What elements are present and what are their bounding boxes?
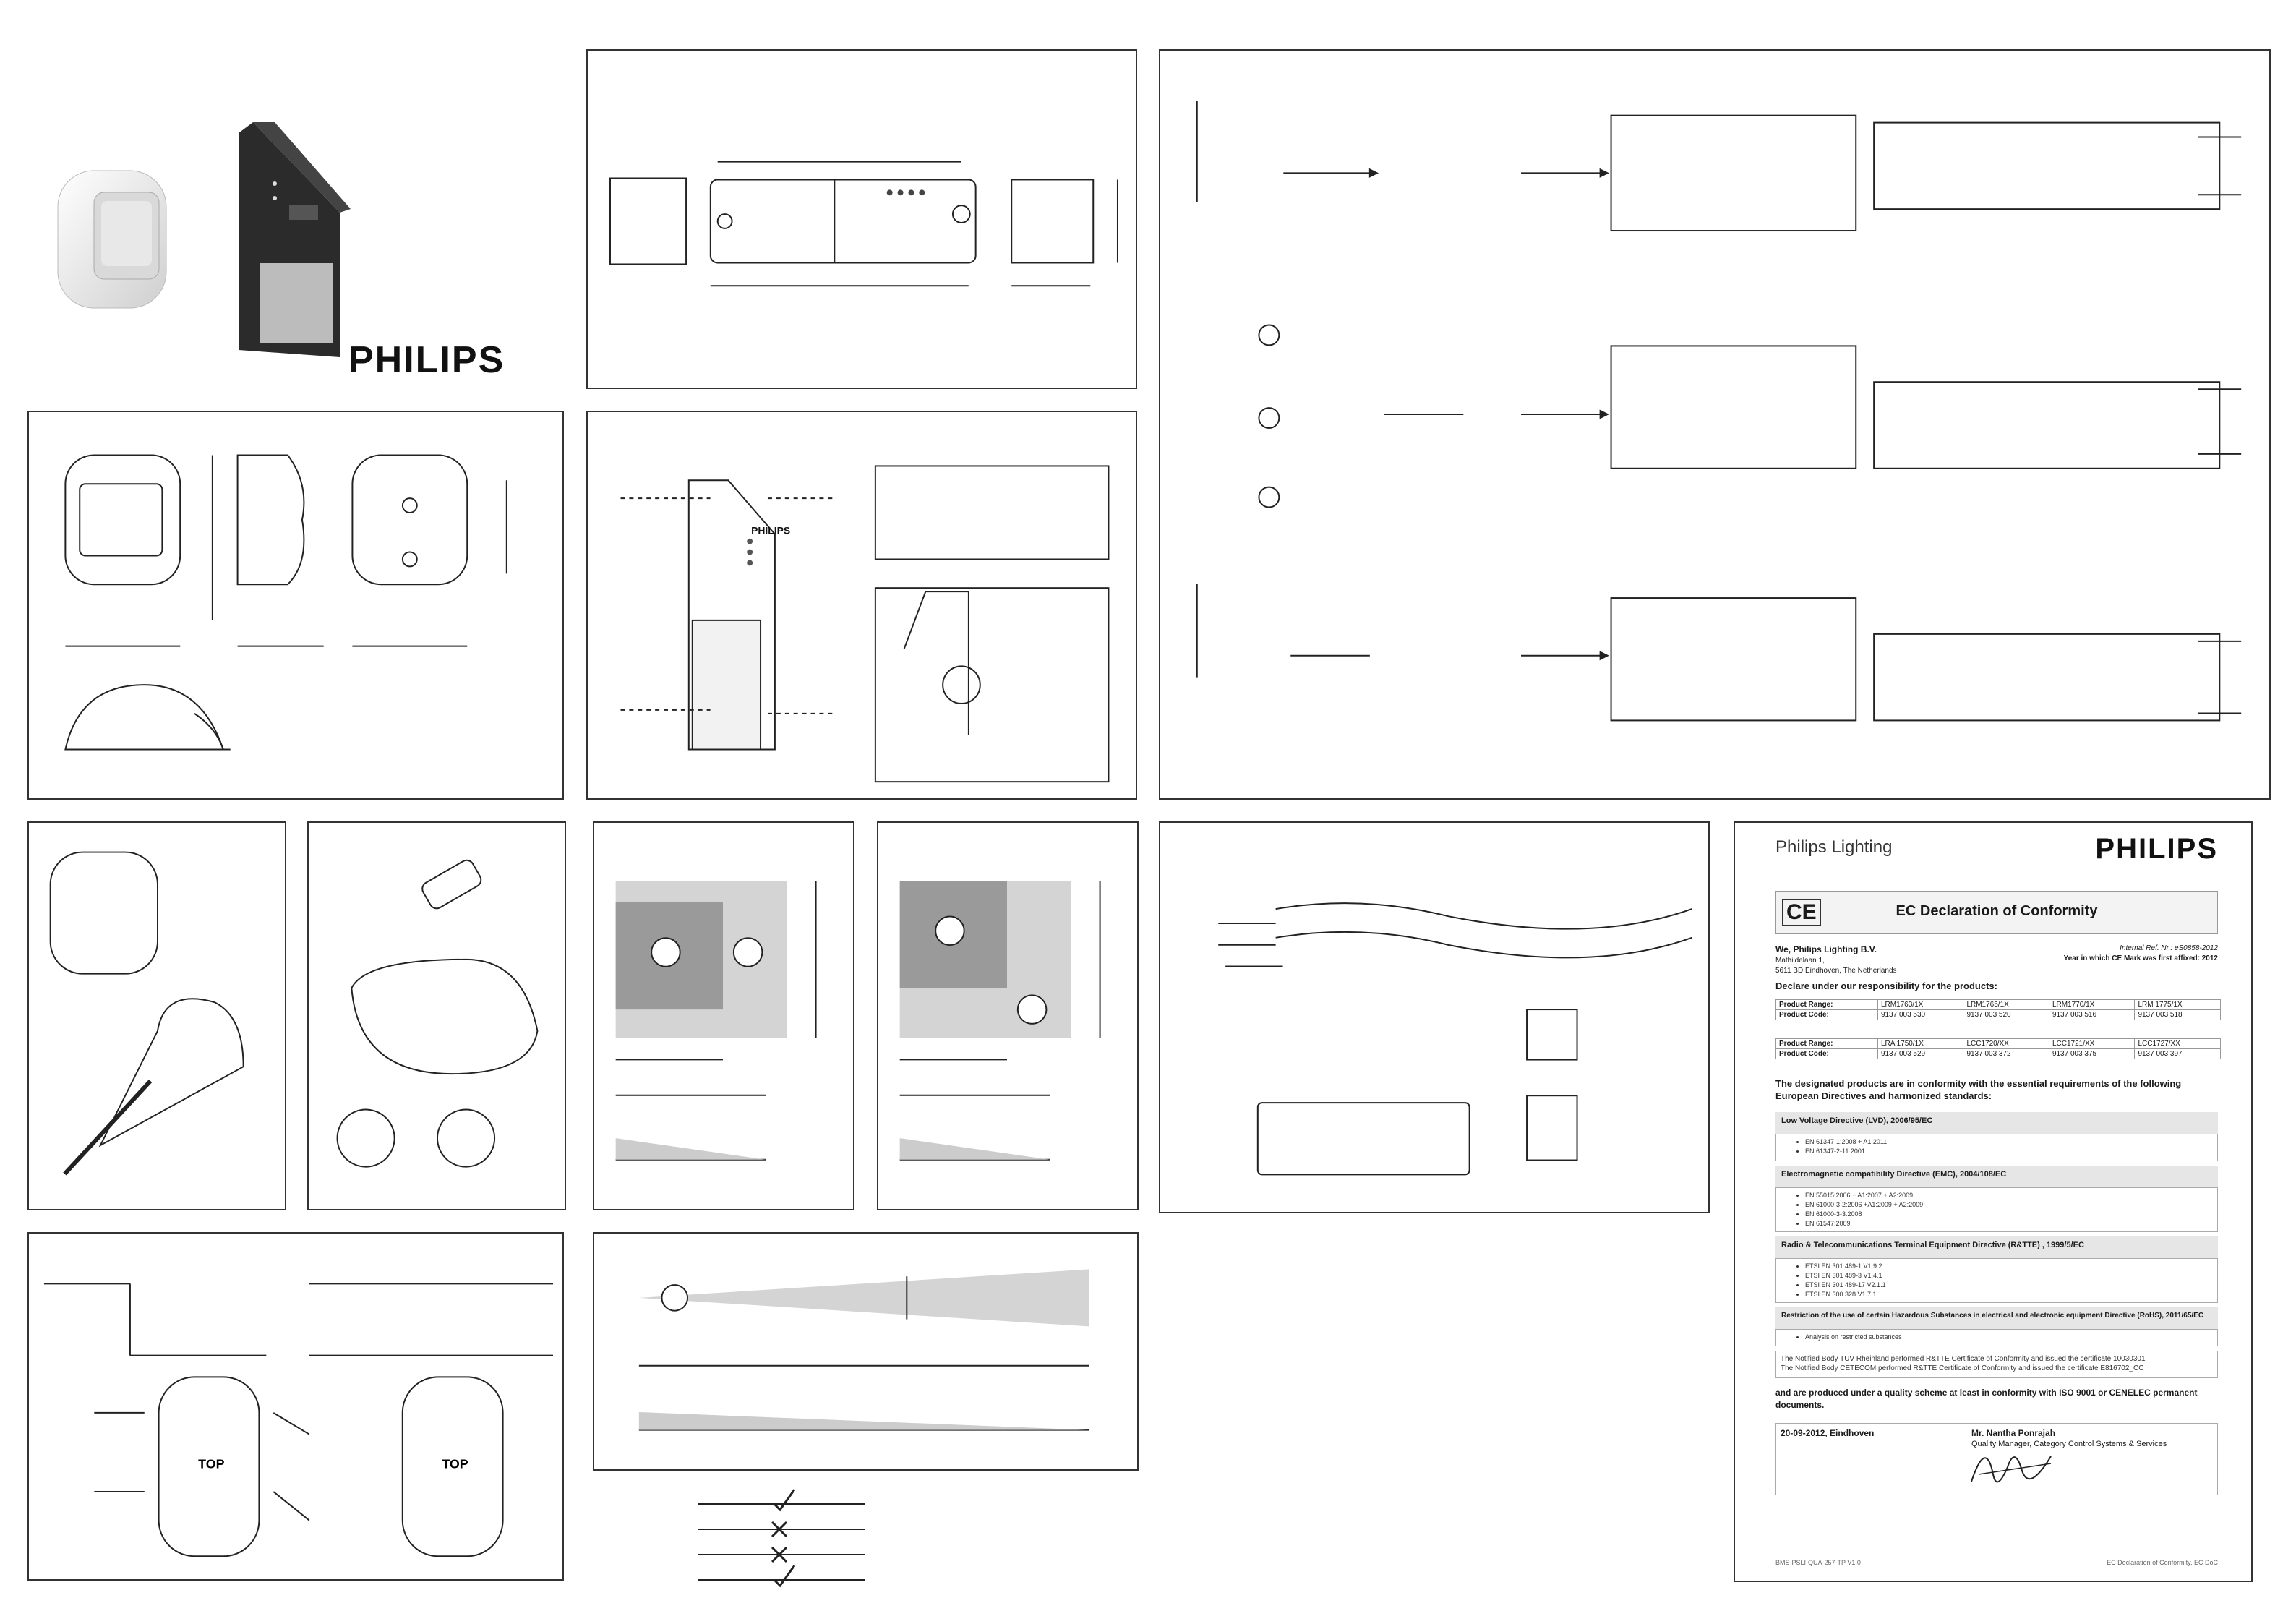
list-item: EN 61000-3-3:2008 [1805,1210,2217,1219]
wiring-drawing [1196,101,2242,722]
cell: LRA 1750/1X [1877,1038,1964,1049]
cable-preparation-drawing [1218,902,1692,1176]
ce-mark: CE [1782,899,1821,926]
company-name: Philips Lighting [1775,837,1893,857]
sensor-opening-drawing [49,851,244,1176]
product-table-2: Product Range: LRA 1750/1X LCC1720/XX LC… [1775,1038,2221,1059]
rtte-title: Radio & Telecommunications Terminal Equi… [1775,1236,2218,1258]
controller-mounting-drawing: PHILIPS [620,465,1110,783]
ref-line-1: Internal Ref. Nr.: eS0858-2012 [2120,944,2218,952]
battery-panel [307,821,566,1210]
manufacturer-name: We, Philips Lighting B.V. [1775,944,1877,954]
cell: 9137 003 518 [2134,1009,2221,1020]
cell: LRM1770/1X [2048,999,2136,1010]
cell: 9137 003 375 [2048,1048,2136,1059]
cell: 9137 003 372 [1963,1048,2049,1059]
list-item: EN 61000-3-2:2006 +A1:2009 + A2:2009 [1805,1200,2217,1210]
cell: Product Code: [1775,1009,1878,1020]
top-label-right: TOP [442,1456,468,1471]
list-item: EN 61347-2-11:2001 [1805,1147,2217,1156]
sensor-dimension-panel [27,411,564,800]
cell: 9137 003 520 [1963,1009,2049,1020]
list-item: EN 61547:2009 [1805,1219,2217,1228]
quality-statement: and are produced under a quality scheme … [1775,1388,2198,1410]
manufacturer-address-1: Mathildelaan 1, [1775,957,1825,965]
notified-body-1: The Notified Body TUV Rheinland performe… [1781,1355,2146,1363]
declare-statement: Declare under our responsibility for the… [1775,980,1997,991]
detection-zone-panel-b [877,821,1139,1210]
signer-title: Quality Manager, Category Control System… [1971,1440,2167,1448]
detection-zone-panel-a [593,821,854,1210]
list-item: ETSI EN 301 489-1 V1.9.2 [1805,1262,2217,1271]
wall-mount-drawing: TOP TOP [43,1283,554,1557]
list-item: ETSI EN 301 489-3 V1.4.1 [1805,1271,2217,1281]
signature-box: 20-09-2012, Eindhoven Mr. Nantha Ponraja… [1775,1423,2218,1495]
corridor-range-panel [593,1232,1139,1471]
product-table-1: Product Range: LRM1763/1X LRM1765/1X LRM… [1775,999,2221,1020]
emc-box: EN 55015:2006 + A1:2007 + A2:2009 EN 610… [1775,1187,2218,1232]
cell: Product Range: [1775,999,1878,1010]
ec-declaration-document: Philips Lighting PHILIPS CE EC Declarati… [1734,821,2253,1582]
cell: 9137 003 516 [2048,1009,2136,1020]
cell: Product Range: [1775,1038,1878,1049]
declaration-title-bar: CE EC Declaration of Conformity [1775,891,2218,934]
declaration-philips-logo: PHILIPS [2095,833,2218,865]
cell: Product Code: [1775,1048,1878,1059]
product-photo-area: PHILIPS [22,108,571,383]
cell: LRM 1775/1X [2134,999,2221,1010]
cell: 9137 003 530 [1877,1009,1964,1020]
list-item: EN 55015:2006 + A1:2007 + A2:2009 [1805,1191,2217,1200]
controller-dimension-panel [586,49,1137,389]
cell: 9137 003 529 [1877,1048,1964,1059]
lvd-title: Low Voltage Directive (LVD), 2006/95/EC [1775,1112,2218,1134]
wall-mount-panel: TOP TOP [27,1232,564,1581]
lvd-box: EN 61347-1:2008 + A1:2011 EN 61347-2-11:… [1775,1134,2218,1161]
rtte-box: ETSI EN 301 489-1 V1.9.2 ETSI EN 301 489… [1775,1258,2218,1303]
orientation-check-legend [698,1489,865,1588]
cell: LCC1721/XX [2048,1038,2136,1049]
wiring-panel [1159,49,2271,800]
cell: LCC1727/XX [2134,1038,2221,1049]
cell: LRM1765/1X [1963,999,2049,1010]
declaration-heading: EC Declaration of Conformity [1896,903,2098,919]
manufacturer-address-2: 5611 BD Eindhoven, The Netherlands [1775,967,1897,975]
handwritten-signature [1971,1456,2052,1483]
notified-body-2: The Notified Body CETECOM performed R&TT… [1781,1364,2144,1372]
notified-body-box: The Notified Body TUV Rheinland performe… [1775,1351,2218,1378]
footer-left: BMS-PSLI-QUA-257-TP V1.0 [1775,1559,1861,1566]
list-item: EN 61347-1:2008 + A1:2011 [1805,1137,2217,1147]
sensor-dimension-drawing [64,454,507,751]
controller-brand-text: PHILIPS [751,525,790,537]
detection-zone-drawing-a [615,881,817,1161]
ref-line-2: Year in which CE Mark was first affixed:… [2063,954,2218,962]
emc-title: Electromagnetic compatibility Directive … [1775,1166,2218,1187]
sensor-photo [57,170,167,309]
rohs-title: Restriction of the use of certain Hazard… [1775,1307,2218,1329]
corridor-range-drawing [638,1269,1089,1431]
controller-photo [239,122,351,357]
list-item: ETSI EN 300 328 V1.7.1 [1805,1290,2217,1299]
controller-mounting-panel: PHILIPS [586,411,1137,800]
rohs-box: Analysis on restricted substances [1775,1329,2218,1346]
detection-zone-drawing-b [899,881,1101,1161]
footer-right: EC Declaration of Conformity, EC DoC [2107,1559,2218,1566]
controller-dimension-drawing [609,161,1118,287]
list-item: ETSI EN 301 489-17 V2.1.1 [1805,1281,2217,1290]
cable-preparation-panel [1159,821,1710,1213]
signer-name: Mr. Nantha Ponrajah [1971,1428,2056,1438]
date-place: 20-09-2012, Eindhoven [1781,1428,1875,1438]
cell: LCC1720/XX [1963,1038,2049,1049]
cell: 9137 003 397 [2134,1048,2221,1059]
sensor-opening-panel [27,821,286,1210]
top-label-left: TOP [198,1456,224,1471]
cell: LRM1763/1X [1877,999,1964,1010]
battery-drawing [336,859,539,1168]
conformity-statement: The designated products are in conformit… [1775,1078,2182,1101]
list-item: Analysis on restricted substances [1805,1333,2217,1342]
philips-logo: PHILIPS [348,339,505,381]
